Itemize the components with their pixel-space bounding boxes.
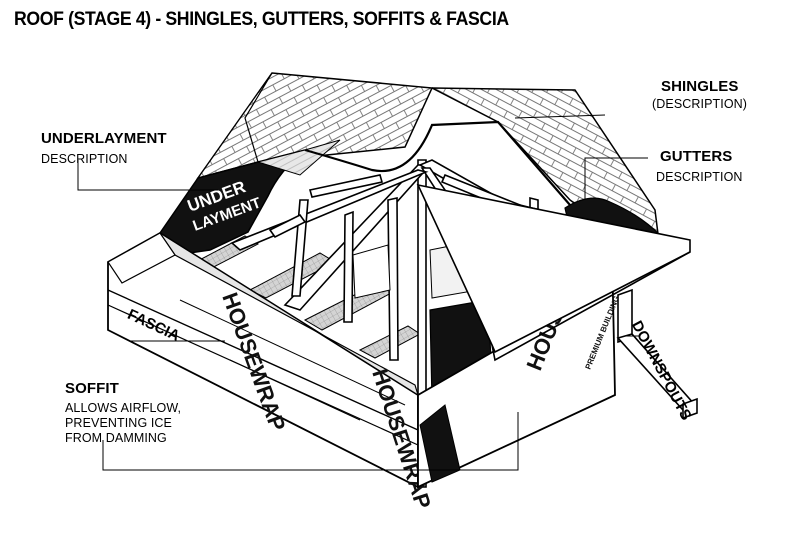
- shingles-description: (DESCRIPTION): [652, 97, 748, 111]
- gutters-description: DESCRIPTION: [656, 170, 743, 184]
- gutter: [416, 183, 691, 362]
- soffit-label: SOFFIT: [65, 380, 119, 397]
- front-left-wall: HOUSEWRAP HOUSEWRAP: [107, 231, 436, 512]
- leader-lines: [77, 114, 648, 471]
- roof-opening-edge: [304, 120, 571, 206]
- downspout: [616, 288, 698, 420]
- underlayment-layer: UNDER LAYMENT: [159, 139, 341, 256]
- shingles-label: SHINGLES: [661, 78, 739, 95]
- soffit-description-line-1: ALLOWS AIRFLOW,: [65, 401, 182, 415]
- soffit-description-line-3: FROM DAMMING: [65, 431, 167, 445]
- underlayment-description: DESCRIPTION: [41, 152, 128, 166]
- page-title: ROOF (STAGE 4) - SHINGLES, GUTTERS, SOFF…: [14, 9, 509, 30]
- underlayment-label: UNDERLAYMENT: [41, 130, 167, 147]
- soffit-description-line-2: PREVENTING ICE: [65, 416, 172, 430]
- gutters-label: GUTTERS: [660, 148, 733, 165]
